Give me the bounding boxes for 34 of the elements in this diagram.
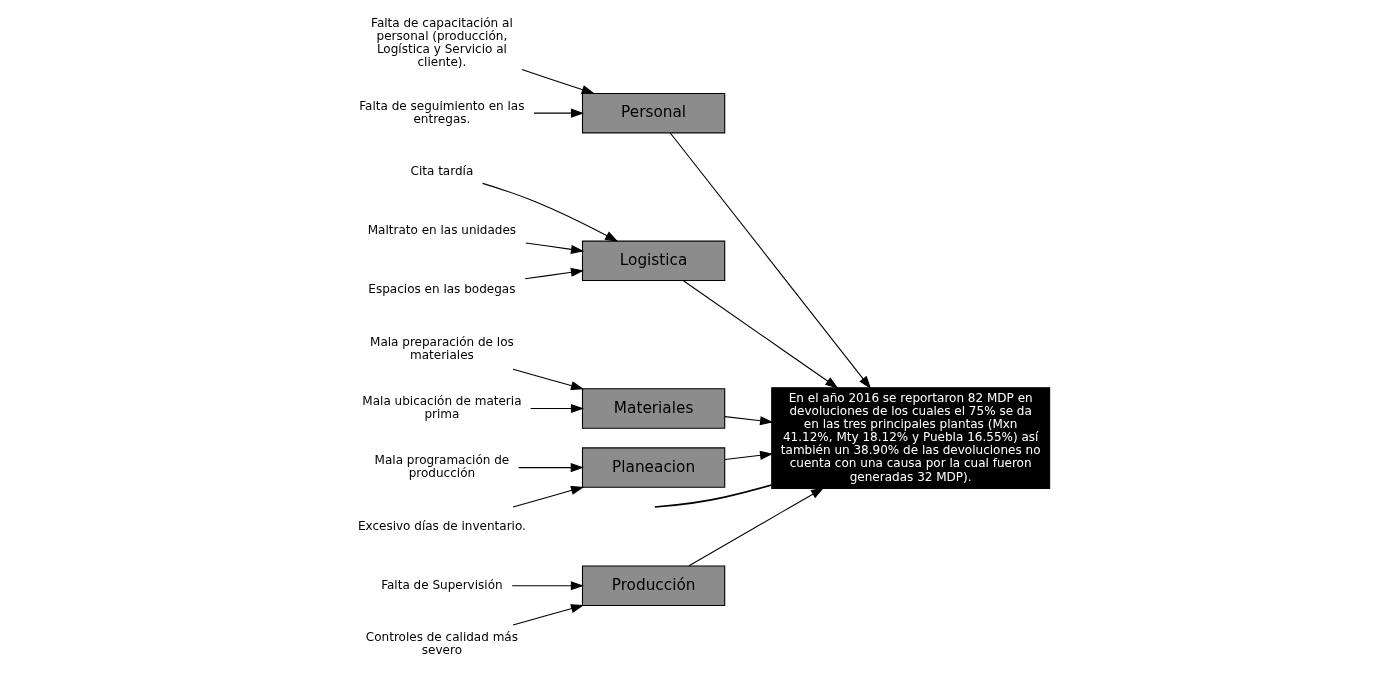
node-text: Maltrato en las unidades <box>367 223 517 238</box>
arrow <box>533 108 585 118</box>
arrow <box>518 463 584 473</box>
node-text: Mala ubicación de materia prima <box>362 394 522 422</box>
node-text: Mala programación de producción <box>374 453 510 481</box>
node-text: Excesivo días de inventario. <box>357 518 526 533</box>
node-box: Planeacion <box>581 447 726 488</box>
node-box: Personal <box>581 92 726 134</box>
arrow <box>530 403 585 414</box>
connector <box>653 484 773 508</box>
arrow <box>669 132 872 389</box>
node-text: Falta de seguimiento en las entregas. <box>359 98 525 126</box>
node-box: Logistica <box>581 240 726 282</box>
node-text: Espacios en las bodegas <box>368 282 516 297</box>
arrow <box>525 242 585 254</box>
arrow <box>688 487 825 567</box>
node-text: Controles de calidad más severo <box>365 630 518 658</box>
arrow <box>512 604 585 626</box>
arrow <box>682 280 839 389</box>
node-text: Cita tardía <box>410 164 474 179</box>
arrow <box>521 68 595 95</box>
arrow <box>724 450 774 460</box>
node-box: Producción <box>581 565 726 606</box>
arrow <box>482 182 619 242</box>
arrow <box>524 267 585 280</box>
node-text: Mala preparación de los materiales <box>370 334 514 363</box>
node-box: Materiales <box>581 388 726 429</box>
arrow <box>512 368 585 391</box>
node-box: En el año 2016 se reportaron 82 MDP en devoluciones de los cuales el 75% se da en las tres principales plantas (Mxn 41.12%, Mty 18.12% y Puebla 16.55%) así también un 38.90% de las devoluciones no cuenta con una causa por la cual fueron generadas 32 MDP). <box>771 387 1051 489</box>
node-text: Falta de Supervisión <box>381 577 503 592</box>
arrow <box>512 486 585 508</box>
arrow <box>724 416 774 426</box>
node-text: Falta de capacitación al personal (producción, Logística y Servicio al cliente). <box>371 15 513 69</box>
arrow <box>511 581 584 591</box>
